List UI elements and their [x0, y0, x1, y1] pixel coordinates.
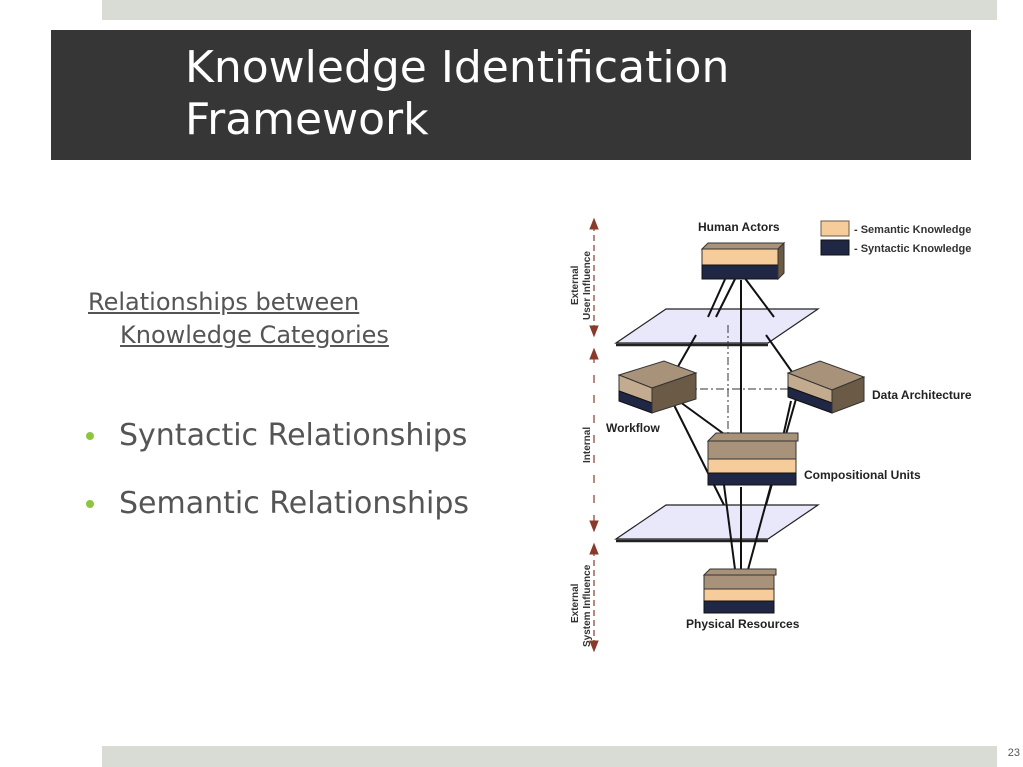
- subheading: Relationships between Knowledge Categori…: [88, 286, 468, 352]
- label-human-actors: Human Actors: [698, 220, 780, 234]
- page-number: 23: [1007, 747, 1020, 759]
- axis-arrow-down-icon: [589, 640, 599, 653]
- block-physical-resources: [702, 568, 777, 614]
- axis-arrow-down-icon: [589, 520, 599, 533]
- bullet-dot-icon: [86, 432, 94, 440]
- block-human-actors: [700, 241, 786, 281]
- bullet-text: Syntactic Relationships: [119, 418, 468, 453]
- legend: - Semantic Knowledge - Syntactic Knowled…: [820, 220, 971, 256]
- subheading-line-2: Knowledge Categories: [120, 321, 389, 349]
- slide-title-line-1: Knowledge Identification: [185, 42, 730, 93]
- axis-arrow-up-icon: [589, 217, 599, 230]
- legend-syntactic-label: - Syntactic Knowledge: [854, 243, 971, 255]
- top-decor-band: [102, 0, 997, 20]
- title-bar: [51, 30, 971, 160]
- bullet-item: Syntactic Relationships: [86, 418, 526, 486]
- label-compositional-units: Compositional Units: [804, 468, 921, 482]
- side-label-internal: Internal: [582, 427, 593, 463]
- influence-axis: [589, 217, 599, 653]
- legend-semantic-swatch: [820, 220, 850, 237]
- knowledge-framework-diagram: - Semantic Knowledge - Syntactic Knowled…: [570, 217, 972, 653]
- axis-arrow-up-icon: [589, 347, 599, 360]
- bullet-dot-icon: [86, 500, 94, 508]
- label-physical-resources: Physical Resources: [686, 617, 800, 631]
- legend-syntactic-swatch: [820, 239, 850, 256]
- legend-semantic-label: - Semantic Knowledge: [854, 224, 971, 236]
- block-workflow: [617, 360, 698, 414]
- bullet-list: Syntactic Relationships Semantic Relatio…: [86, 418, 526, 554]
- side-label-external-user-2: User Influence: [582, 251, 593, 320]
- upper-plane: [614, 308, 820, 344]
- lower-plane: [614, 504, 820, 540]
- bullet-item: Semantic Relationships: [86, 486, 526, 554]
- axis-arrow-up-icon: [589, 542, 599, 555]
- bullet-text: Semantic Relationships: [119, 486, 470, 521]
- slide-title: Knowledge Identification Framework: [185, 42, 945, 146]
- label-data-architecture: Data Architecture: [872, 388, 972, 402]
- slide-title-line-2: Framework: [185, 94, 429, 145]
- block-data-architecture: [786, 360, 866, 414]
- side-label-external-user-1: External: [570, 265, 581, 305]
- bottom-decor-band: [102, 746, 997, 767]
- block-compositional-units: [706, 432, 799, 486]
- axis-arrow-down-icon: [589, 325, 599, 338]
- side-label-external-system-2: System Influence: [582, 564, 593, 647]
- side-label-external-system-1: External: [570, 583, 581, 623]
- label-workflow: Workflow: [606, 421, 660, 435]
- subheading-line-1: Relationships between: [88, 288, 360, 316]
